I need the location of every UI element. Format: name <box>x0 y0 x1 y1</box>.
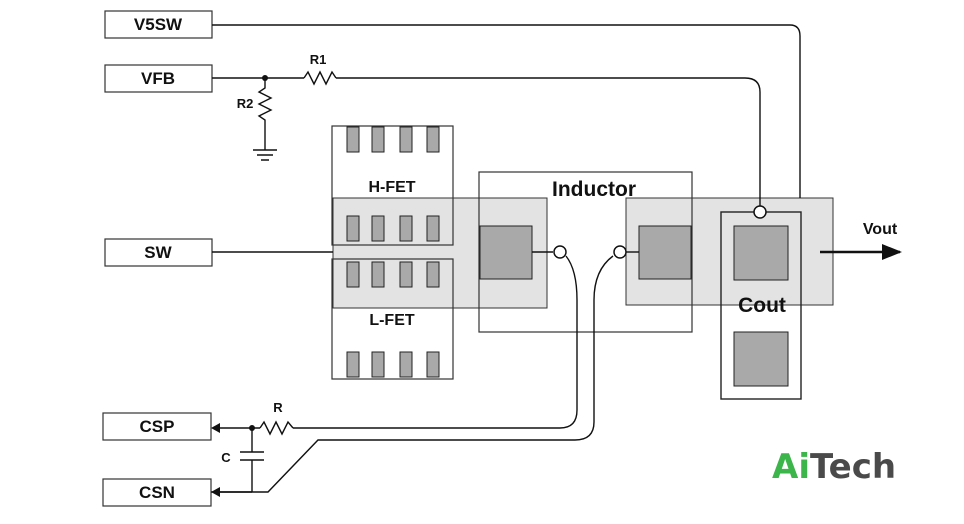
wires <box>211 24 801 493</box>
pin-v5sw: V5SW <box>104 10 213 39</box>
lfet-box <box>331 258 454 380</box>
hfet-box <box>331 125 454 246</box>
lfet-top-pads <box>346 261 440 288</box>
r2-label: R2 <box>237 96 254 111</box>
cout-label: Cout <box>738 294 786 317</box>
sense-trace-b <box>211 255 614 493</box>
inductor-body <box>478 171 693 333</box>
r-resistor <box>259 420 294 436</box>
cout-pad-bottom <box>733 331 789 387</box>
svg-text:CSP: CSP <box>140 417 175 436</box>
svg-text:V5SW: V5SW <box>134 15 183 34</box>
hfet-label: H-FET <box>368 179 415 196</box>
sense-trace-a <box>293 255 578 429</box>
pin-vfb: VFB <box>104 64 213 93</box>
lfet-label: L-FET <box>369 312 415 329</box>
lfet-bottom-pads <box>346 351 440 378</box>
csn-arrowhead <box>211 487 220 497</box>
pin-csn: CSN <box>102 478 212 507</box>
inductor-sense-node-right <box>613 245 627 259</box>
v5sw-trace <box>212 24 801 198</box>
csp-junction-dot <box>249 425 255 431</box>
r-label: R <box>273 400 283 415</box>
c-capacitor <box>240 428 264 492</box>
pin-csp: CSP <box>102 412 212 441</box>
hfet-bottom-pads <box>346 215 440 242</box>
r1-resistor <box>303 70 337 86</box>
vfb-trace-right <box>336 77 761 206</box>
svg-text:SW: SW <box>144 243 172 262</box>
c-label: C <box>221 450 231 465</box>
svg-text:VFB: VFB <box>141 69 175 88</box>
vfb-junction-dot <box>262 75 268 81</box>
cout-pad-top <box>733 225 789 281</box>
csp-arrowhead <box>211 423 220 433</box>
ground-symbol <box>253 149 277 161</box>
inductor-pad-left <box>479 225 533 280</box>
logo-second: Tech <box>810 447 896 487</box>
aitech-logo: AiTech <box>772 447 896 487</box>
svg-text:CSN: CSN <box>139 483 175 502</box>
r1-label: R1 <box>310 52 327 67</box>
inductor-sense-node-left <box>553 245 567 259</box>
r2-resistor <box>257 78 273 150</box>
cout-sense-node <box>753 205 767 219</box>
logo-first: Ai <box>772 447 810 487</box>
hfet-top-pads <box>346 126 440 153</box>
inductor-label: Inductor <box>552 178 636 201</box>
pin-sw: SW <box>104 238 213 267</box>
vout-label: Vout <box>863 221 898 238</box>
inductor-pad-right <box>638 225 692 280</box>
